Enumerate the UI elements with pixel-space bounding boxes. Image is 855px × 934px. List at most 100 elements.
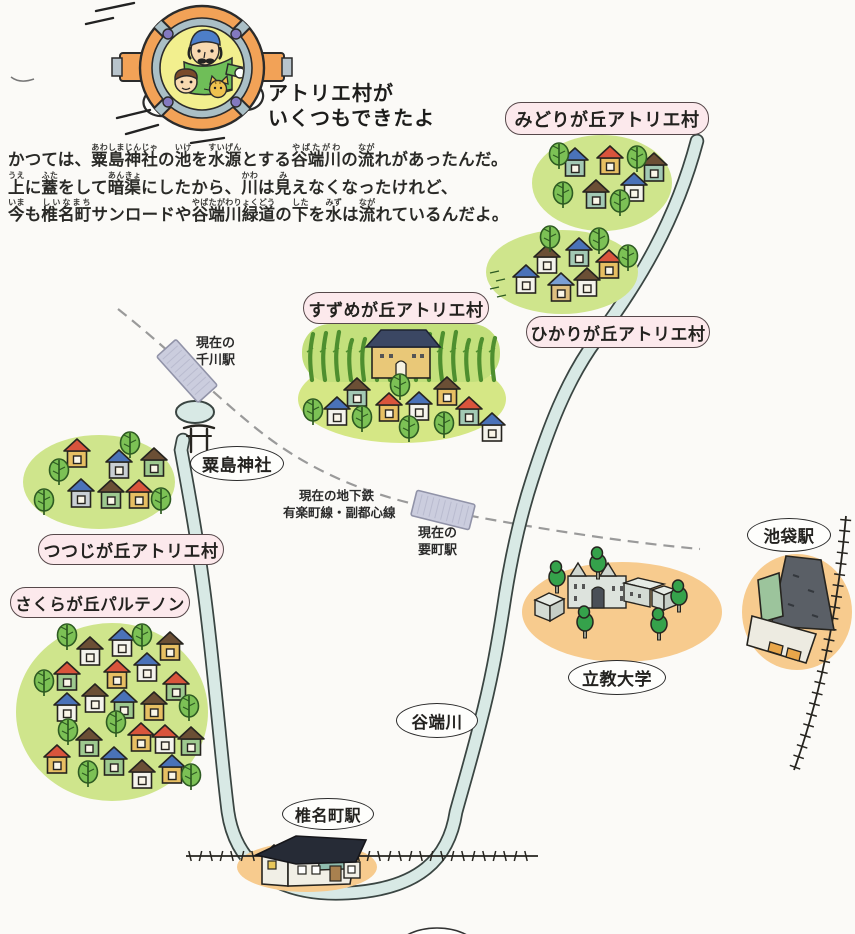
tree-icon [433,411,455,438]
place-label-shiinamachi-station: 椎名町駅 [282,798,374,830]
tree-icon [626,145,648,172]
house-icon [375,392,403,422]
place-label-yabata-river: 谷端川 [396,703,478,738]
shiinamachi-station-building [253,835,368,887]
tree-icon [617,244,639,271]
intro-line-3: 今いまも椎名町しいなまちサンロードや谷端川緑道やばたがわりょくどうの下したを水み… [8,198,509,224]
time-machine-illustration [111,4,293,132]
house-icon [433,376,461,406]
house-icon [512,264,540,294]
tree-icon [56,623,78,650]
house-icon [103,659,131,689]
tree-icon [33,669,55,696]
torii-icon [182,424,216,454]
sakuragaoka-village [33,623,205,790]
tree-icon [57,718,79,745]
place-label-awashima-jinja: 粟島神社 [190,446,284,481]
house-icon [100,746,128,776]
house-icon [405,391,433,421]
speech-line-1: アトリエ村が [268,83,394,105]
house-icon [582,179,610,209]
house-icon [156,631,184,661]
house-icon [455,396,483,426]
house-icon [547,272,575,302]
shrine-pond [175,400,215,424]
hikarigaoka-village [489,225,639,302]
house-icon [343,377,371,407]
round-tree-icon [670,579,688,613]
tree-icon [131,623,153,650]
house-icon [53,692,81,722]
tree-icon [33,488,55,515]
subway-line-note: 現在の地下鉄有楽町線・副都心線 [283,489,396,520]
cut-off-label-balloon [407,927,467,934]
round-tree-icon [650,607,668,641]
tree-icon [180,763,202,790]
round-tree-icon [576,605,594,639]
house-icon [640,152,668,182]
tsutsujigaoka-village [33,431,172,515]
tree-icon [548,142,570,169]
child-face [174,68,198,94]
tree-icon [150,487,172,514]
house-icon [75,727,103,757]
house-icon [81,683,109,713]
house-icon [151,724,179,754]
house-icon [158,754,186,784]
place-label-ikebukuro-station: 池袋駅 [747,518,831,552]
kanamecho-station-marker [410,489,476,531]
house-icon [97,479,125,509]
kanamecho-station-note: 現在の要町駅 [418,525,458,558]
rikkyo-grounds [548,546,688,641]
edge-curl-mark [10,76,35,82]
house-icon [43,744,71,774]
house-icon [162,671,190,701]
tree-icon [351,405,373,432]
house-icon [565,237,593,267]
house-icon [125,479,153,509]
yabata-river-water [175,135,703,899]
house-icon [127,722,155,752]
tree-icon [398,415,420,442]
round-tree-icon [589,546,607,580]
rikkyo-university-buildings [533,561,678,623]
house-icon [323,396,351,426]
village-label-suzumegaoka: すずめが丘アトリエ村 [303,292,489,324]
tree-icon [119,431,141,458]
house-icon [140,691,168,721]
subway-dashed-line [117,308,701,551]
house-icon [133,652,161,682]
tree-icon [552,181,574,208]
place-label-rikkyo-university: 立教大学 [568,660,666,695]
suzumegaoka-village [302,373,506,442]
speech-bubble-text: アトリエ村が いくつもできたよ [268,82,435,132]
village-label-sakuragaoka: さくらが丘パルテノン [10,587,190,618]
tree-icon [48,458,70,485]
speech-line-2: いくつもできたよ [268,108,436,130]
house-icon [67,478,95,508]
village-label-hikarigaoka: ひかりが丘アトリエ村 [526,316,710,348]
house-icon [140,447,168,477]
house-icon [63,438,91,468]
father-face [187,29,223,66]
tree-icon [588,227,610,254]
tree-icon [178,694,200,721]
village-label-tsutsujigaoka: つつじが丘アトリエ村 [38,534,224,565]
intro-paragraph: かつては、粟島神社あわしまじんじゃの池いけを水源すいげんとする谷端川やばたがわの… [8,142,578,225]
house-icon [108,627,136,657]
house-icon [595,249,623,279]
tree-icon [609,189,631,216]
house-icon [76,636,104,666]
house-icon [573,267,601,297]
tree-icon [77,760,99,787]
house-icon [53,661,81,691]
house-icon [128,759,156,789]
house-icon [177,726,205,756]
yamanote-railway-line [793,515,847,771]
speed-lines [84,1,226,145]
intro-line-2: 上うえに蓋ふたをして暗渠あんきょにしたから、川かわは見みえなくなったけれど、 [8,170,458,197]
village-label-midorigaoka: みどりが丘アトリエ村 [505,102,709,135]
house-icon [478,412,506,442]
tree-icon [105,710,127,737]
